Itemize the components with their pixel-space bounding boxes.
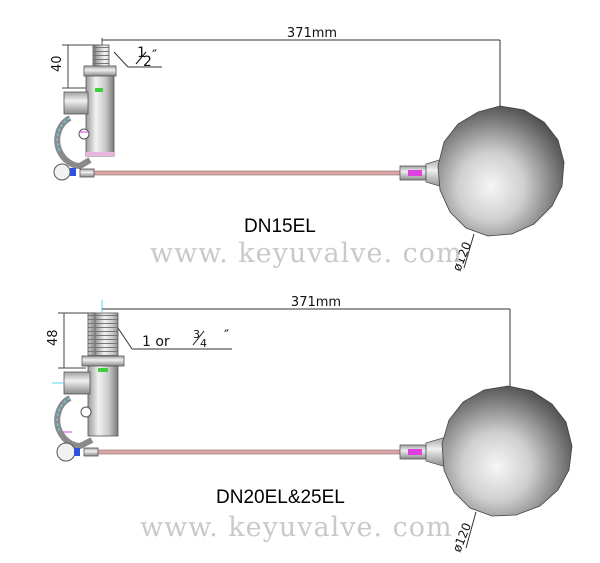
length-label: 371mm [287, 26, 337, 41]
valve-barrel [87, 365, 119, 437]
valve-body [53, 44, 117, 181]
pivot-pin [78, 128, 90, 140]
watermark-text: www. keyuvalve. com [140, 512, 453, 543]
thread-leader [117, 327, 133, 350]
lock-nut [83, 65, 117, 77]
watermark-text: www. keyuvalve. com [150, 238, 463, 269]
rod-elbow [53, 163, 71, 181]
elbow-clip [74, 448, 80, 456]
diameter-leader [465, 511, 477, 549]
svg-text:2: 2 [143, 54, 152, 70]
svg-text:1 or: 1 or [142, 334, 170, 350]
height-label: 48 [46, 329, 61, 346]
connector-mark [408, 170, 422, 176]
svg-text:4: 4 [200, 337, 207, 350]
thread-leader [113, 51, 129, 68]
ball-float [437, 105, 565, 237]
valve-barrel [85, 75, 115, 157]
pivot-pin [80, 406, 92, 418]
rod-elbow [56, 442, 76, 462]
elbow-clip [70, 168, 76, 176]
ball-diameter-label: ø120 [450, 521, 474, 554]
threaded-inlet [92, 44, 110, 68]
svg-text:3: 3 [193, 328, 200, 341]
lock-nut [81, 355, 125, 367]
lever-arm-hidden-line [56, 117, 71, 153]
length-label: 371mm [291, 295, 341, 310]
green-mark [98, 368, 108, 372]
fraction-slash [192, 330, 205, 346]
connector-mark [408, 449, 422, 455]
model-label: DN15EL [244, 216, 316, 237]
lever-arm-hidden-line [56, 397, 71, 433]
thread-size-label: 1 or 3 4 ″ [142, 328, 229, 350]
threaded-inlet [87, 312, 119, 358]
thread-size-label: 1 2 ″ [135, 45, 157, 70]
body-base-band [86, 152, 114, 156]
svg-text:1: 1 [137, 45, 146, 61]
drawing-dn20el: 371mm 48 1 or 3 4 ″ [46, 295, 573, 554]
ball-float [441, 385, 573, 517]
model-label: DN20EL&25EL [216, 487, 345, 508]
height-label: 40 [50, 55, 65, 72]
rod-end-fitting [83, 447, 99, 457]
diameter-leader [463, 233, 475, 269]
side-boss [63, 91, 89, 115]
valve-body [52, 312, 125, 462]
fraction-slash [135, 51, 147, 65]
rod-end-fitting [79, 168, 95, 178]
side-boss [63, 371, 91, 395]
green-mark [95, 88, 103, 92]
float-rod [91, 170, 403, 176]
drawing-dn15el: 371mm 40 1 2 ″ [50, 26, 565, 273]
svg-text:″: ″ [224, 328, 229, 344]
float-rod [95, 449, 403, 455]
svg-text:″: ″ [152, 48, 157, 64]
